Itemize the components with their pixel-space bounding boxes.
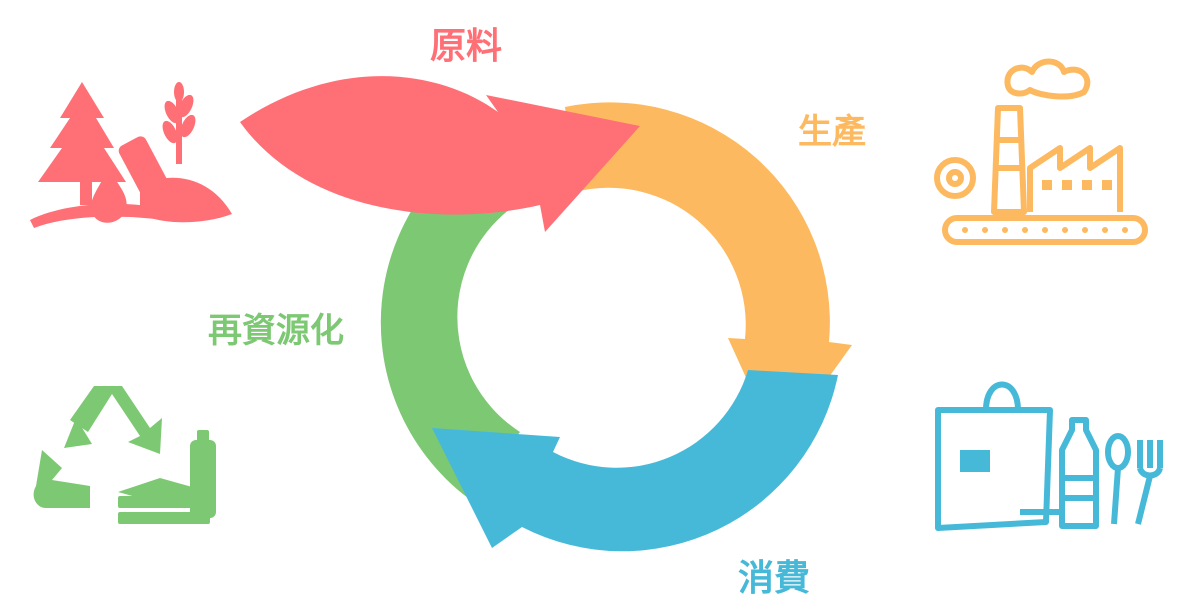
label-raw: 原料 [430,26,502,67]
label-recycling: 再資源化 [208,311,344,351]
consumption-arc [432,370,838,552]
cycle-ring [240,76,852,552]
shopping-bottle-cutlery-icon [935,381,1163,531]
raw-arrow [240,76,640,232]
factory-icon [934,58,1148,245]
label-production: 生產 [798,112,866,152]
recycle-icon [33,386,216,524]
label-consumption: 消費 [738,558,810,599]
production-arc [565,102,852,448]
forest-wheat-fish-icon [30,82,232,228]
